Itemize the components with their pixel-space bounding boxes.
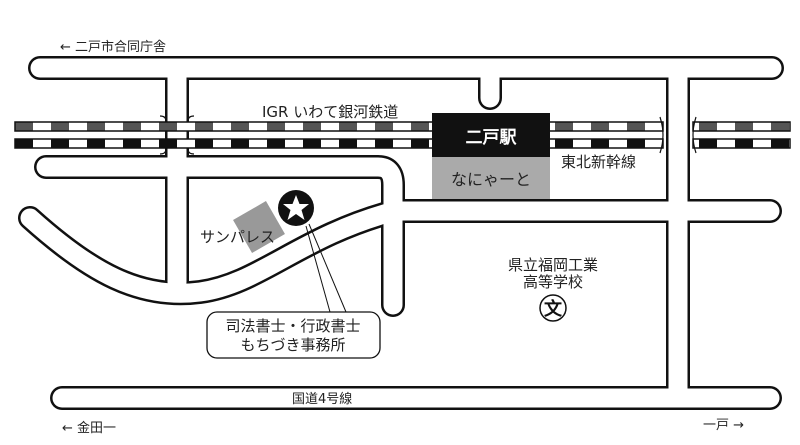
office-line1: 司法書士・行政書士 <box>225 317 360 335</box>
school-label-1: 県立福岡工業 <box>508 256 598 274</box>
school-label-2: 高等学校 <box>523 273 583 291</box>
railway-shinkansen <box>14 138 791 149</box>
railway-igr <box>14 121 791 132</box>
east-direction-label: 一戸 → <box>703 418 744 433</box>
facility-box[interactable] <box>432 157 550 199</box>
sunpalace-building <box>233 201 285 253</box>
svg-text:文: 文 <box>544 298 563 320</box>
station-label: 二戸駅 <box>466 128 518 148</box>
roads-fill <box>20 58 782 408</box>
star-in-circle-icon[interactable] <box>278 190 314 226</box>
north-direction-label: ← 二戸市合同庁舎 <box>60 39 166 55</box>
school-bun-icon: 文 <box>539 294 567 322</box>
station-box[interactable] <box>432 113 550 157</box>
callout-leader <box>305 223 347 313</box>
office-callout[interactable] <box>206 311 381 359</box>
office-line2: もちづき事務所 <box>240 336 345 354</box>
west-direction-label: ← 金田一 <box>62 420 116 436</box>
route4-label: 国道4号線 <box>292 391 352 407</box>
bridge-marks <box>159 115 697 155</box>
facility-label: なにゃーと <box>451 170 531 189</box>
shinkansen-label: 東北新幹線 <box>561 153 636 171</box>
igr-railway-label: IGR いわて銀河鉄道 <box>262 103 398 121</box>
sunpalace-label: サンパレス <box>200 228 275 246</box>
